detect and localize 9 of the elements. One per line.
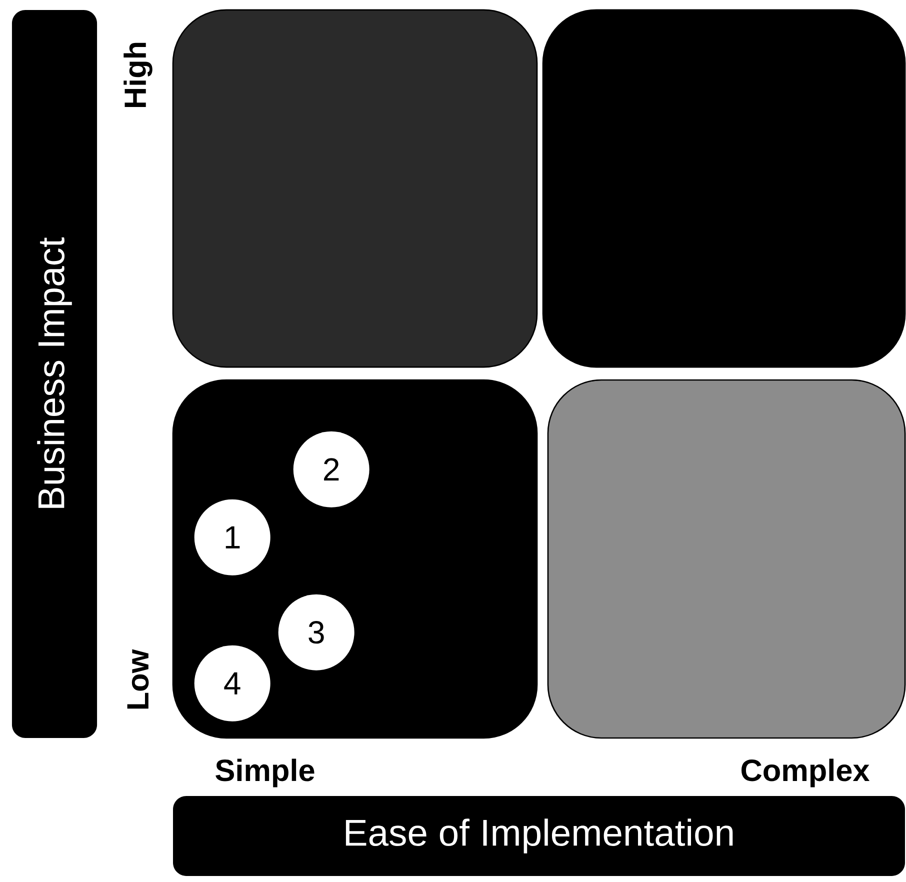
axis-bar: Business Impact [12,10,98,738]
axis-level-label: High [124,42,152,108]
axis-level-label: Simple [216,758,314,788]
axis-bar: Ease of Implementation [173,796,905,876]
axis-level-label: Complex [742,758,870,788]
quadrant-box [172,9,538,368]
quadrant-box [542,9,906,368]
quadrant-box [547,379,906,739]
axis-level-label: Low [127,649,149,709]
